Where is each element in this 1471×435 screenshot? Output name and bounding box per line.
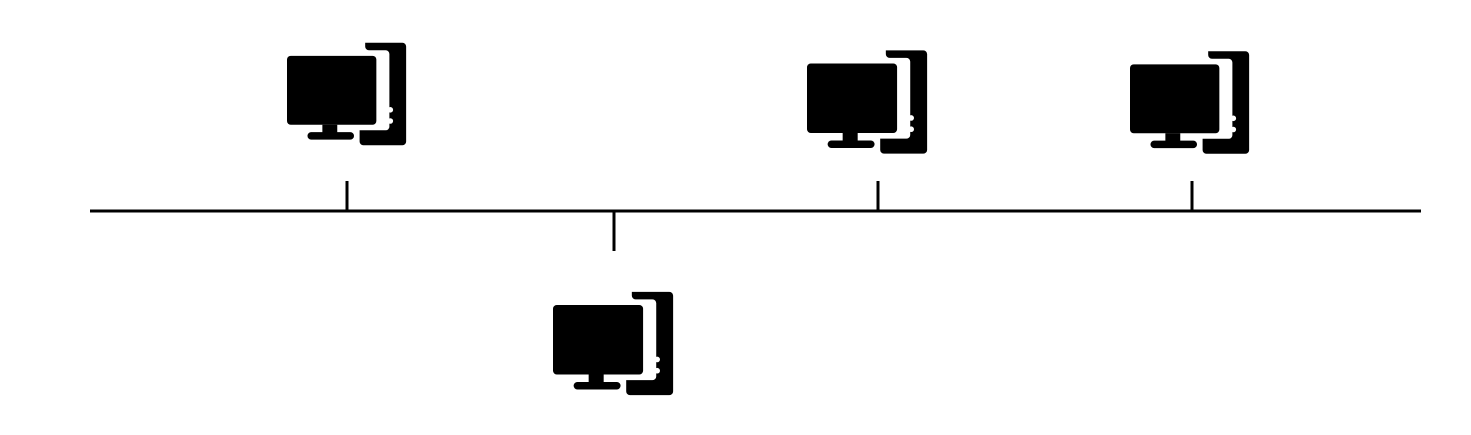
- desktop-computer-icon: [553, 291, 674, 396]
- desktop-computer-icon: [287, 42, 407, 146]
- desktop-computer-icon: [807, 50, 928, 154]
- desktop-computer-icon: [1130, 51, 1250, 154]
